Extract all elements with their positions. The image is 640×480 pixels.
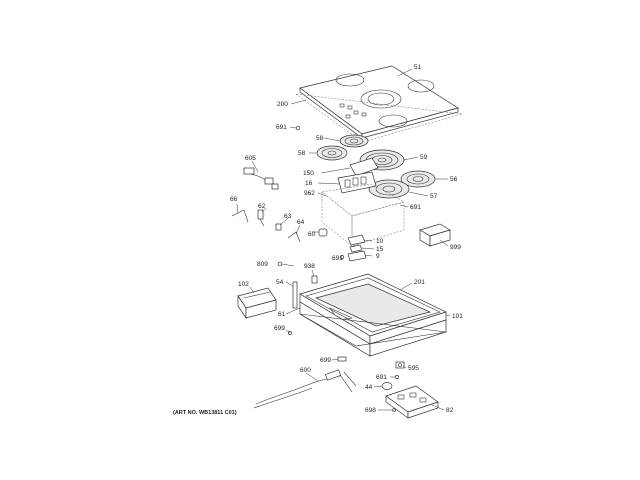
callout-60: 60 bbox=[308, 231, 316, 238]
callout-999: 999 bbox=[450, 244, 461, 251]
chassis-201 bbox=[299, 273, 447, 337]
screw-icon bbox=[340, 255, 344, 259]
callout-595: 595 bbox=[408, 365, 419, 372]
screw-icon bbox=[277, 261, 283, 267]
screw-icon bbox=[295, 125, 301, 131]
callout-962: 962 bbox=[304, 190, 315, 197]
callout-699: 699 bbox=[274, 325, 285, 332]
callout-938: 938 bbox=[304, 263, 315, 270]
callout-691: 691 bbox=[410, 204, 421, 211]
part-44 bbox=[381, 382, 393, 390]
bracket-54 bbox=[292, 281, 298, 309]
callout-809: 809 bbox=[257, 261, 268, 268]
radiant-element-57 bbox=[368, 179, 410, 199]
callout-201: 201 bbox=[414, 279, 425, 286]
callout-82: 82 bbox=[446, 407, 454, 414]
radiant-element-58-upper bbox=[339, 134, 369, 148]
callout-63: 63 bbox=[284, 213, 292, 220]
cooktop-frame bbox=[295, 93, 463, 143]
screw-icon bbox=[395, 375, 399, 379]
wire-harness-605 bbox=[243, 167, 279, 190]
part-box-999 bbox=[419, 223, 451, 247]
part-15 bbox=[349, 244, 363, 253]
control-board-102 bbox=[237, 287, 277, 320]
callout-699: 699 bbox=[320, 357, 331, 364]
callout-9: 9 bbox=[376, 253, 380, 260]
callout-605: 605 bbox=[245, 155, 256, 162]
callout-200: 200 bbox=[277, 101, 288, 108]
bottom-pan-101 bbox=[299, 301, 447, 357]
callout-150: 150 bbox=[303, 170, 314, 177]
leader-lines bbox=[236, 68, 451, 411]
radiant-element-56 bbox=[400, 170, 436, 188]
callout-10: 10 bbox=[376, 238, 384, 245]
callout-58: 58 bbox=[298, 150, 306, 157]
sensor-60 bbox=[318, 228, 328, 237]
bracket-66 bbox=[231, 209, 249, 223]
callout-61: 61 bbox=[278, 311, 286, 318]
callout-691: 691 bbox=[332, 255, 343, 262]
callout-101: 101 bbox=[452, 313, 463, 320]
callout-691: 691 bbox=[276, 124, 287, 131]
callout-698: 698 bbox=[365, 407, 376, 414]
callout-54: 54 bbox=[276, 279, 284, 286]
radiant-element-58-lower bbox=[316, 145, 348, 161]
callout-62: 62 bbox=[258, 203, 266, 210]
callout-15: 15 bbox=[376, 246, 384, 253]
part-595 bbox=[395, 361, 405, 369]
callout-59: 59 bbox=[420, 154, 428, 161]
callout-labels: 51 200 691 58 58 59 605 150 16 56 57 962… bbox=[230, 64, 463, 414]
callout-58: 58 bbox=[316, 135, 324, 142]
callout-102: 102 bbox=[238, 281, 249, 288]
bracket-64 bbox=[287, 231, 301, 243]
part-9 bbox=[347, 250, 367, 262]
callout-56: 56 bbox=[450, 176, 458, 183]
burner-box-outline bbox=[321, 183, 405, 247]
callout-64: 64 bbox=[297, 219, 305, 226]
callout-16: 16 bbox=[305, 180, 313, 187]
callout-44: 44 bbox=[365, 384, 373, 391]
callout-57: 57 bbox=[430, 193, 438, 200]
board-82 bbox=[385, 385, 439, 419]
glass-cooktop bbox=[299, 65, 459, 139]
switch-63 bbox=[275, 223, 282, 231]
screw-icon bbox=[337, 356, 347, 362]
callout-691: 691 bbox=[376, 374, 387, 381]
screw-icon bbox=[392, 408, 396, 412]
callout-600: 600 bbox=[300, 367, 311, 374]
bracket bbox=[349, 157, 379, 177]
art-number: (ART NO. WB13811 C01) bbox=[173, 410, 237, 416]
callout-66: 66 bbox=[230, 196, 238, 203]
clip-938 bbox=[311, 275, 318, 284]
switch-62 bbox=[257, 209, 265, 227]
callout-51: 51 bbox=[414, 64, 422, 71]
power-cord-600 bbox=[253, 369, 357, 409]
part-10 bbox=[347, 234, 366, 246]
